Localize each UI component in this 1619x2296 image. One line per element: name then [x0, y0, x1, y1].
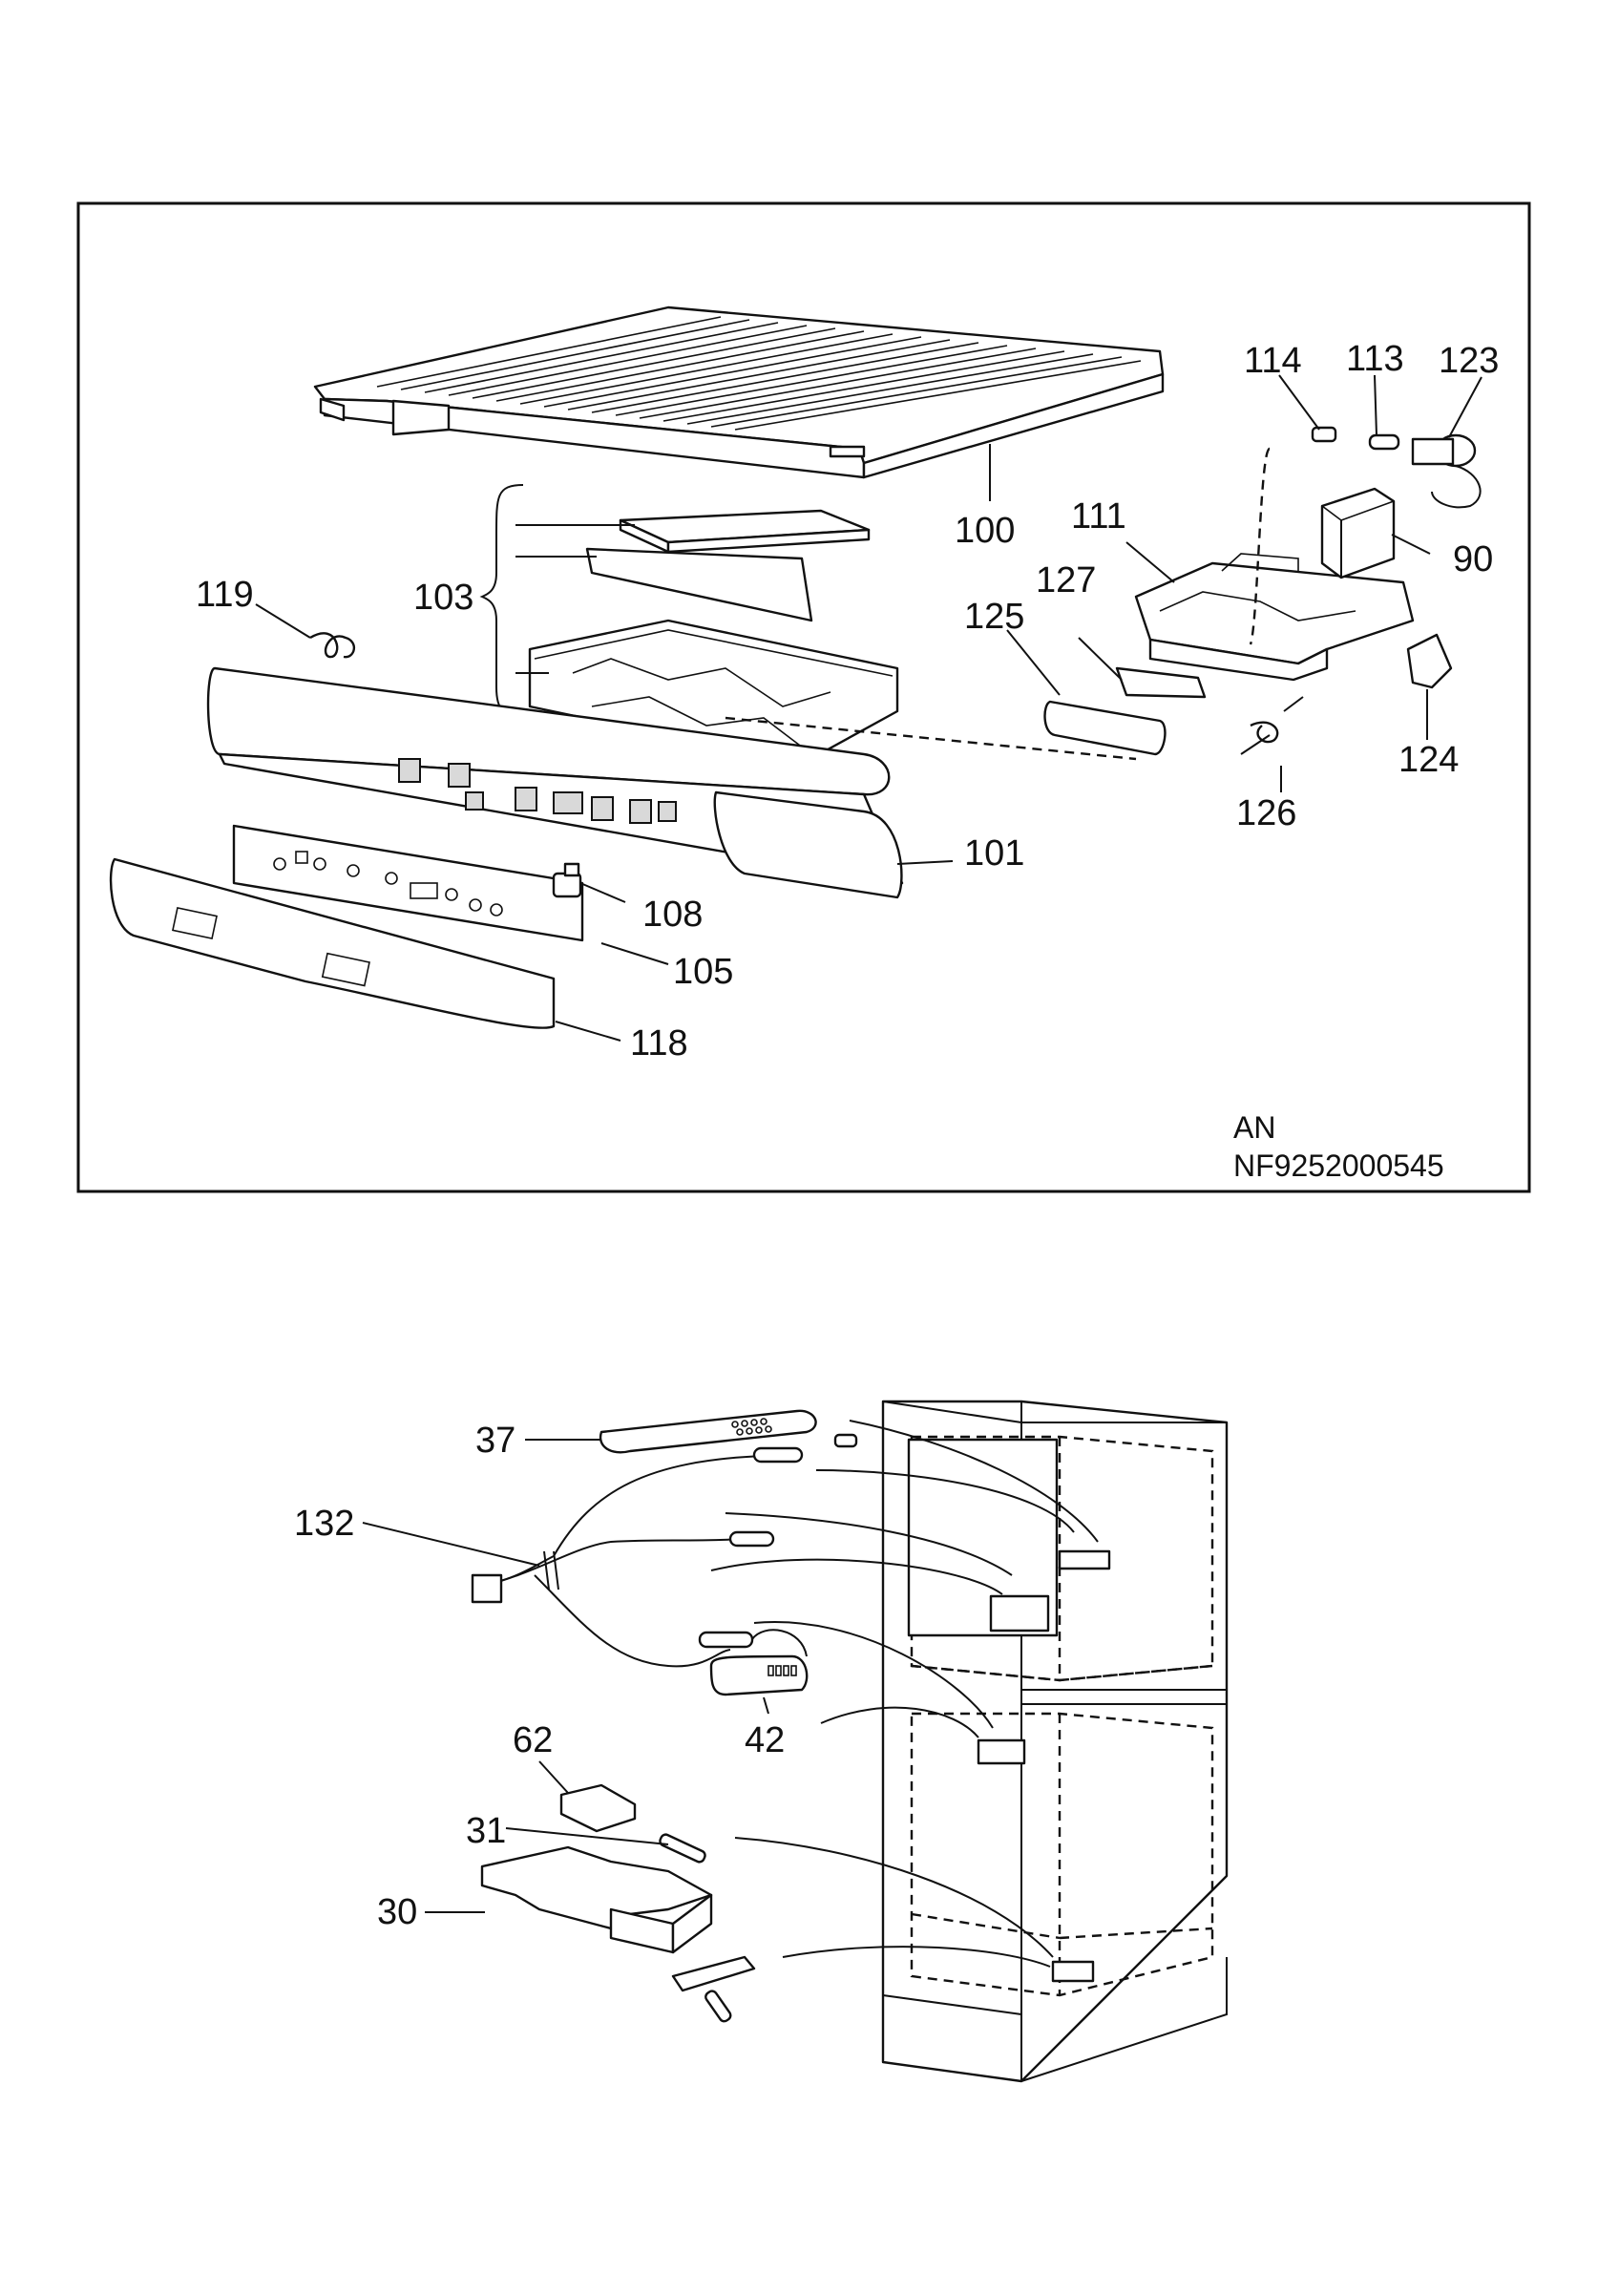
- callout-108: 108: [642, 895, 703, 935]
- code-label: AN: [1233, 1110, 1275, 1145]
- callout-37: 37: [475, 1421, 515, 1461]
- callout-125: 125: [964, 597, 1024, 637]
- part-108-knob: [552, 862, 582, 898]
- callout-118: 118: [630, 1023, 688, 1064]
- callout-31: 31: [466, 1811, 506, 1851]
- part-114-lamp: [1311, 426, 1337, 443]
- callout-100: 100: [955, 511, 1015, 551]
- top-panel-frame: [76, 201, 1531, 1193]
- part-119-spring: [309, 632, 355, 659]
- part-42-sensor-module: [698, 1629, 809, 1696]
- part-125-cover: [1043, 700, 1167, 756]
- callout-90: 90: [1453, 539, 1493, 579]
- part-111-relay-housing: [1134, 553, 1415, 682]
- refrigerator-cabinet: [881, 1400, 1229, 2083]
- callout-101: 101: [964, 833, 1024, 874]
- assembly-arrows: [710, 1420, 1099, 1968]
- part-105-display-overlay: [232, 824, 584, 942]
- callout-30: 30: [377, 1892, 417, 1932]
- bottom-leader-lines: [362, 1439, 769, 1913]
- part-126-spring: [1240, 696, 1304, 755]
- callout-119: 119: [196, 575, 254, 615]
- part-31-screw: [659, 1833, 706, 1864]
- top-callout-labels: 114 113 123 100 111 90 127 125 119 103 1…: [196, 339, 1499, 1183]
- part-30-bracket: [480, 1845, 713, 1954]
- drawing-number: NF9252000545: [1233, 1148, 1444, 1183]
- callout-105: 105: [673, 952, 733, 992]
- part-101-control-panel-housing: [206, 666, 904, 899]
- callout-113: 113: [1346, 339, 1404, 379]
- part-62-cover: [559, 1783, 637, 1833]
- part-37-sensor-holder: [599, 1409, 858, 1454]
- part-103-control-module: [528, 509, 899, 766]
- callout-132: 132: [294, 1504, 354, 1544]
- bottom-bracket-plate: [671, 1955, 756, 2023]
- callout-123: 123: [1439, 341, 1499, 381]
- part-100-top-cover: [313, 305, 1165, 479]
- part-118-front-trim: [109, 857, 556, 1029]
- part-90-transformer: [1320, 487, 1396, 579]
- callout-126: 126: [1236, 793, 1296, 833]
- part-127-holder: [1115, 666, 1207, 699]
- top-leader-lines: [255, 374, 1482, 1042]
- part-113-bulb: [1368, 433, 1400, 451]
- callout-62: 62: [513, 1720, 553, 1760]
- callout-127: 127: [1036, 560, 1096, 600]
- callout-111: 111: [1071, 496, 1126, 537]
- callout-103: 103: [413, 578, 473, 618]
- callout-42: 42: [745, 1720, 785, 1760]
- part-124-clip: [1406, 633, 1453, 689]
- callout-114: 114: [1244, 341, 1302, 381]
- part-132-wiring-harness: [471, 1446, 804, 1668]
- callout-124: 124: [1398, 740, 1459, 780]
- bracket-103: [479, 484, 526, 717]
- part-123-lamp-socket: [1411, 433, 1482, 509]
- bottom-callout-labels: 37 132 42 62 31 30: [294, 1421, 785, 1932]
